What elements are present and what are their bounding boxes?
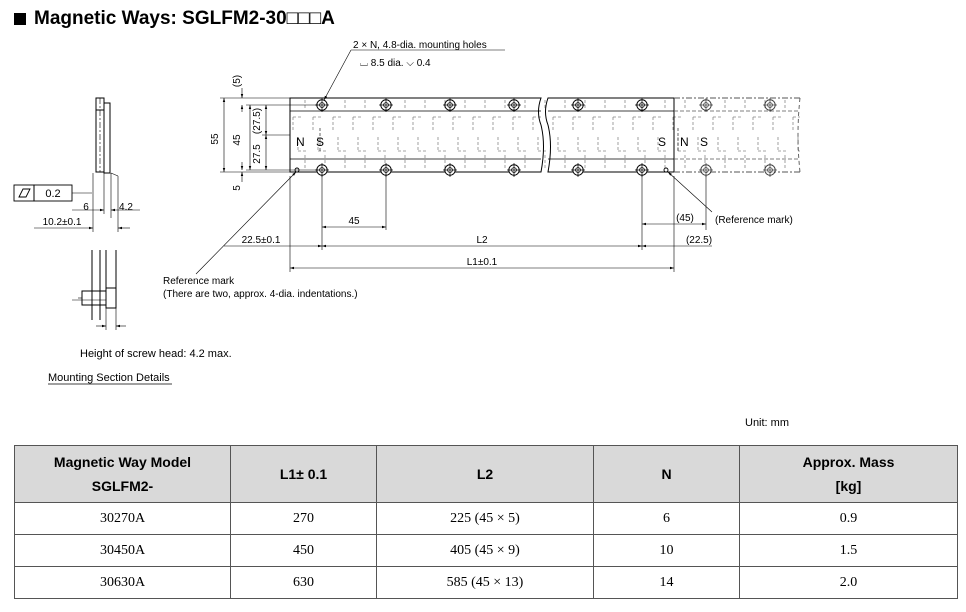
- pole-n-left: N: [296, 135, 305, 149]
- cell-l2: 585 (45 × 13): [376, 566, 594, 599]
- header-mass: Approx. Mass [kg]: [739, 445, 958, 503]
- cell-n: 10: [593, 534, 740, 567]
- dim-5-bottom: 5: [232, 185, 243, 191]
- dim-10-2: 10.2±0.1: [43, 217, 82, 228]
- dim-45-vertical: 45: [232, 134, 243, 146]
- title-text: Magnetic Ways: SGLFM2-30□□□A: [34, 8, 335, 29]
- flatness-icon: [18, 188, 31, 198]
- table-row: 30450A 450 405 (45 × 9) 10 1.5: [14, 534, 958, 567]
- header-l1: L1± 0.1: [230, 445, 377, 503]
- cell-model: 30630A: [14, 566, 231, 599]
- cell-n: 14: [593, 566, 740, 599]
- header-n: N: [593, 445, 740, 503]
- horizontal-dimensions: [224, 176, 712, 272]
- dim-45-pitch: 45: [348, 216, 360, 227]
- ref-mark-note: (There are two, approx. 4-dia. indentati…: [163, 289, 358, 300]
- vertical-dimensions: [220, 88, 318, 182]
- dimension-drawing: 0.2 6 4.2 10.2±0.1 Height of screw head:…: [13, 40, 801, 385]
- pole-s-far-right: S: [700, 135, 708, 149]
- cell-mass: 1.5: [739, 534, 958, 567]
- table-row: 30270A 270 225 (45 × 5) 6 0.9: [14, 502, 958, 535]
- holes-note: 2 × N, 4.8-dia. mounting holes: [353, 40, 487, 51]
- cell-l1: 450: [230, 534, 377, 567]
- cell-l1: 270: [230, 502, 377, 535]
- pole-s-right: S: [658, 135, 666, 149]
- magnetic-way-plan: [289, 97, 801, 178]
- cell-l2: 405 (45 × 9): [376, 534, 594, 567]
- cell-l1: 630: [230, 566, 377, 599]
- dim-27-5-bottom: 27.5: [252, 144, 263, 164]
- unit-label: Unit: mm: [745, 417, 789, 429]
- cell-l2: 225 (45 × 5): [376, 502, 594, 535]
- reference-mark-right: [663, 167, 669, 173]
- page-title: Magnetic Ways: SGLFM2-30□□□A: [14, 8, 335, 30]
- dim-22-5-right: (22.5): [686, 235, 712, 246]
- ref-mark-right-label: (Reference mark): [715, 215, 793, 226]
- cell-mass: 2.0: [739, 566, 958, 599]
- pole-n-right: N: [680, 135, 689, 149]
- screw-head-note: Height of screw head: 4.2 max.: [80, 348, 232, 360]
- spec-table: Magnetic Way Model SGLFM2- L1± 0.1 L2 N …: [14, 445, 958, 599]
- cell-mass: 0.9: [739, 502, 958, 535]
- table-row: 30630A 630 585 (45 × 13) 14 2.0: [14, 566, 958, 599]
- dim-l1: L1±0.1: [467, 257, 498, 268]
- dim-5-top: (5): [232, 75, 243, 87]
- cell-model: 30270A: [14, 502, 231, 535]
- mounting-section-detail: [72, 250, 126, 330]
- dim-4-2: 4.2: [119, 202, 133, 213]
- flatness-value: 0.2: [45, 188, 60, 200]
- side-view: [34, 97, 140, 232]
- cell-model: 30450A: [14, 534, 231, 567]
- table-header-row: Magnetic Way Model SGLFM2- L1± 0.1 L2 N …: [14, 445, 958, 503]
- pole-s-left: S: [316, 135, 324, 149]
- dim-l2: L2: [476, 235, 488, 246]
- mounting-section-label: Mounting Section Details: [48, 372, 170, 384]
- cell-n: 6: [593, 502, 740, 535]
- ref-mark-label: Reference mark: [163, 276, 235, 287]
- header-l2: L2: [376, 445, 594, 503]
- square-bullet-icon: [14, 13, 26, 25]
- dim-6: 6: [83, 202, 89, 213]
- dim-22-5-left: 22.5±0.1: [242, 235, 281, 246]
- dim-45-end: (45): [676, 213, 694, 224]
- dim-27-5-top: (27.5): [252, 108, 263, 134]
- flatness-frame: 0.2: [13, 184, 92, 202]
- header-model: Magnetic Way Model SGLFM2-: [14, 445, 231, 503]
- dim-55: 55: [210, 133, 221, 145]
- counterbore-note: ⌴ 8.5 dia. ⌵ 0.4: [360, 58, 431, 69]
